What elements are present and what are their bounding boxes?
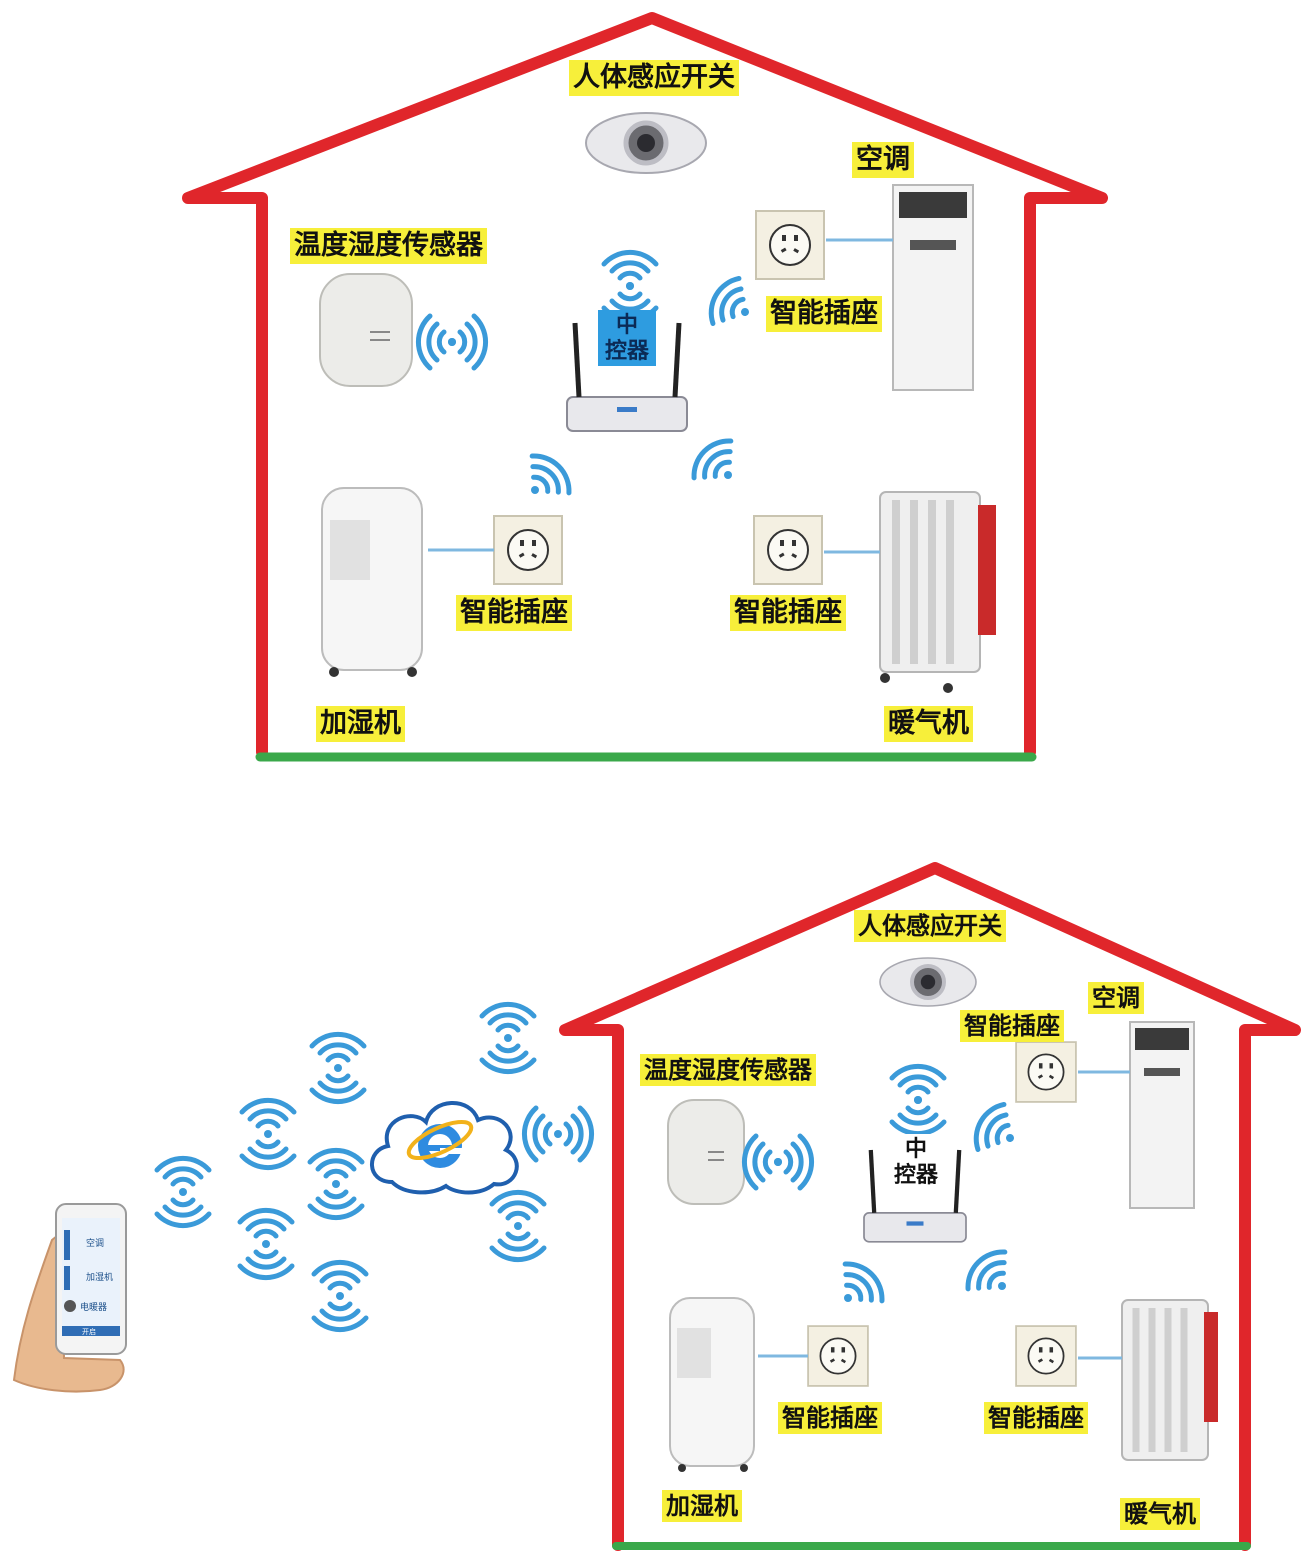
phone-item-label[interactable]: 加湿机 [86,1271,113,1283]
hub-label-line1: 中 [615,312,638,338]
label-humidifier: 加湿机 [662,1490,742,1522]
phone-item-label[interactable]: 空调 [86,1237,104,1249]
wifi-signal-icon [892,1096,944,1134]
hand-icon [12,1229,125,1393]
hub-label: 中 控器 [887,1134,945,1190]
smart-socket-icon [807,1325,869,1387]
label-motion-switch: 人体感应开关 [854,910,1006,942]
wifi-signal-icon [157,1158,209,1225]
wifi-signal-icon [242,1100,294,1167]
wifi-signal-icon [310,1150,362,1217]
label-smart-socket-humidifier: 智能插座 [456,595,572,631]
phone-item-label[interactable]: 电暖器 [80,1301,107,1313]
oil-heater-icon [1121,1299,1218,1461]
label-smart-socket-humidifier: 智能插座 [778,1402,882,1434]
motion-sensor-icon [586,113,706,173]
smart-socket-icon [753,515,823,585]
wifi-signal-icon [314,1262,366,1329]
wifi-signal-icon [686,433,749,496]
internet-cloud [370,1101,519,1195]
label-heater: 暖气机 [1120,1498,1200,1530]
smart-socket-icon [755,210,825,280]
hub-label-line2: 控器 [604,338,649,364]
wifi-signal-icon [240,1210,292,1277]
hub-label-line1: 中 [904,1136,927,1162]
wifi-signal-icon [524,1108,591,1160]
motion-sensor-icon [880,958,976,1006]
hub-label: 中 控器 [598,310,656,366]
label-heater: 暖气机 [884,706,973,742]
label-humidifier: 加湿机 [316,706,405,742]
label-aircon: 空调 [852,142,914,178]
house-top-outline [182,12,1108,758]
internet-explorer-icon [406,1119,474,1168]
label-smart-socket-heater: 智能插座 [984,1402,1088,1434]
wifi-signal-icon [827,1256,890,1319]
label-smart-socket-heater: 智能插座 [730,595,846,631]
wifi-signal-icon [482,1004,534,1071]
wifi-signal-icon [418,316,456,368]
humidifier-icon [669,1297,755,1472]
temperature-humidity-sensor-icon [319,273,413,387]
humidifier-icon [321,487,423,677]
wifi-signal-icon [968,1099,1027,1163]
wifi-signal-icon [703,273,762,337]
house-top [182,12,1108,762]
label-smart-socket-aircon: 智能插座 [960,1010,1064,1042]
smart-socket-icon [1015,1041,1077,1103]
label-aircon: 空调 [1088,982,1144,1014]
wifi-signal-icon [514,448,577,511]
phone-footer-label[interactable]: 开启 [82,1327,96,1336]
wifi-signal-icon [744,1136,782,1188]
oil-heater-icon [879,491,996,693]
air-conditioner-icon [1129,1021,1195,1209]
smart-socket-icon [1015,1325,1077,1387]
hub-label-line2: 控器 [893,1162,938,1188]
label-temp-humidity-sensor: 温度湿度传感器 [290,228,487,264]
label-motion-switch: 人体感应开关 [569,60,739,96]
smartphone: 空调 加湿机 电暖器 开启 [12,1203,127,1393]
house-bottom-outline [559,862,1301,1551]
wifi-signal-icon [960,1244,1023,1307]
label-temp-humidity-sensor: 温度湿度传感器 [640,1054,816,1086]
wifi-signal-icon [312,1034,364,1101]
house-bottom [559,862,1301,1551]
temperature-humidity-sensor-icon [667,1099,745,1205]
label-smart-socket-aircon: 智能插座 [766,296,882,332]
wifi-signal-icon [492,1192,544,1259]
air-conditioner-icon [892,184,974,391]
smart-socket-icon [493,515,563,585]
